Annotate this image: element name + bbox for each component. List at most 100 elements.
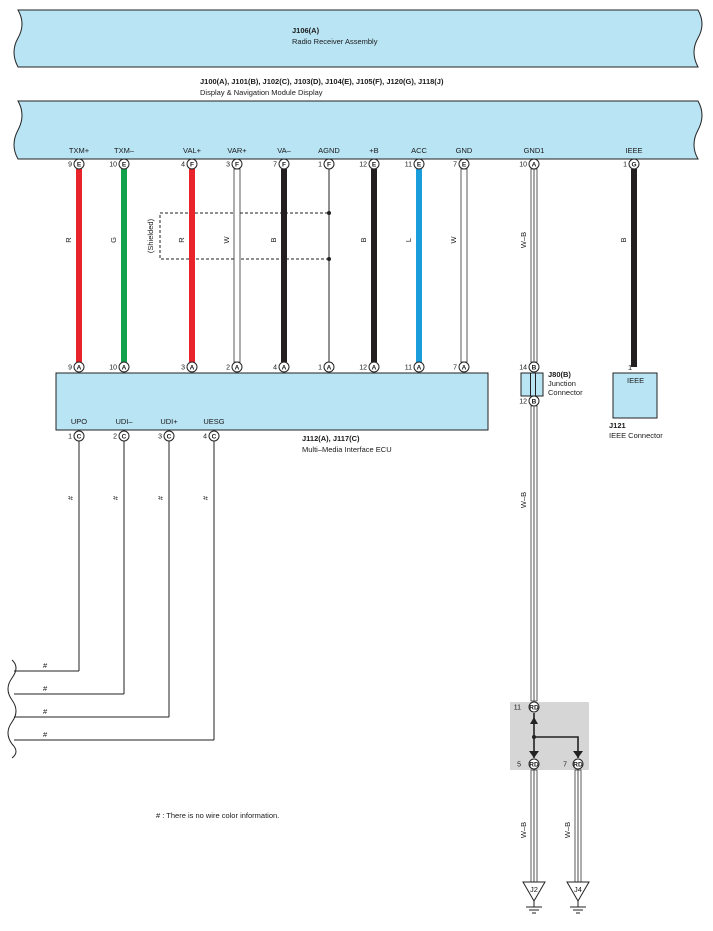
wire-8-bot-circle <box>458 361 470 373</box>
wire-10-color-code: B <box>619 237 628 242</box>
wire-6-top-circle <box>368 158 380 170</box>
wire-3-top-circle <box>231 158 243 170</box>
splice-in-conn: RD <box>529 704 539 711</box>
wire-8-top-conn: E <box>462 161 467 168</box>
wire-3-top-conn: F <box>235 161 239 168</box>
ecu-lower-1-circle <box>118 430 130 442</box>
wire-1-color-code: G <box>109 237 118 243</box>
ecu-lower-3-color-code: # <box>201 495 210 500</box>
junction-out-pin: 12 <box>519 399 527 406</box>
ecu-lower-1-terminal: UDI– <box>115 417 133 426</box>
ecu-lower-0-circle <box>73 430 85 442</box>
wire-9-top-circle <box>528 158 540 170</box>
ecu-name: Multi–Media Interface ECU <box>302 445 392 454</box>
wire-0-bot-pin: 9 <box>68 365 72 372</box>
splice-arrow-2 <box>573 751 583 758</box>
wire-0-top-terminal: TXM+ <box>69 146 90 155</box>
junction-out-conn: B <box>532 398 537 405</box>
lead-mark-0: # <box>43 661 48 670</box>
wire-0-top-circle <box>73 158 85 170</box>
footnote: # : There is no wire color information. <box>156 811 279 820</box>
wire-5-top-pin: 1 <box>318 162 322 169</box>
ecu-code: J112(A), J117(C) <box>302 434 360 443</box>
wire-6-top-pin: 12 <box>359 162 367 169</box>
ieee-code: J121 <box>609 421 626 430</box>
wire-4-top-circle <box>278 158 290 170</box>
wire-10-top-circle <box>628 158 640 170</box>
ground-j2-label: J2 <box>530 885 538 894</box>
ieee-terminal-label: IEEE <box>627 376 644 385</box>
wire-0-top-pin: 9 <box>68 162 72 169</box>
wire-3-bot-circle <box>231 361 243 373</box>
wire-9-top-terminal: GND1 <box>524 146 545 155</box>
wire-6-color-code: B <box>359 237 368 242</box>
radio-code: J106(A) <box>292 26 320 35</box>
wire-8-top-pin: 7 <box>453 162 457 169</box>
wire-4 <box>281 169 287 362</box>
wire-6-top-terminal: +B <box>369 146 378 155</box>
junction-in-pin: 14 <box>519 365 527 372</box>
wire-2-bot-conn: A <box>190 364 195 371</box>
wire-2-bot-pin: 3 <box>181 365 185 372</box>
wire-3-top-terminal: VAR+ <box>227 146 247 155</box>
wire-4-top-pin: 7 <box>273 162 277 169</box>
splice-arrow-1 <box>529 751 539 758</box>
wire-4-color-code: B <box>269 237 278 242</box>
wire-9-top-pin: 10 <box>519 162 527 169</box>
ground-j2-triangle <box>522 881 546 902</box>
wire-1-bot-circle <box>118 361 130 373</box>
display-navigation-module: J100(A), J101(B), J102(C), J103(D), J104… <box>13 77 703 160</box>
wire-0 <box>76 169 82 362</box>
multimedia-interface-ecu: J112(A), J117(C) Multi–Media Interface E… <box>55 372 489 454</box>
wire-2-color-code: R <box>177 237 186 243</box>
ecu-lower-1-conn: C <box>122 433 127 440</box>
lead-mark-2: # <box>43 707 48 716</box>
wire-3-color-code: W <box>222 236 231 244</box>
radio-name: Radio Receiver Assembly <box>292 37 378 46</box>
wire-9-color-code: W–B <box>519 232 528 248</box>
wire-1-bot-pin: 10 <box>109 365 117 372</box>
wire-9-top-conn: A <box>532 161 537 168</box>
ecu-lower-3-circle <box>208 430 220 442</box>
wire-7-bot-conn: A <box>417 364 422 371</box>
ground-j4-color-code: W–B <box>563 822 572 838</box>
ecu-lower-0-terminal: UPO <box>71 417 87 426</box>
ecu-lower-0-color-code: # <box>66 495 75 500</box>
wire-0-top-conn: E <box>77 161 82 168</box>
wire-7-color-code: L <box>404 238 413 242</box>
wire-7-top-pin: 11 <box>405 162 412 169</box>
wire-5-top-conn: F <box>327 161 331 168</box>
wire-6-bot-pin: 12 <box>359 365 367 372</box>
display-name: Display & Navigation Module Display <box>200 88 323 97</box>
junction-in-conn: B <box>532 364 537 371</box>
wire-1-top-pin: 10 <box>109 162 117 169</box>
ecu-lower-3-conn: C <box>212 433 217 440</box>
wire-10-top-pin: 1 <box>623 162 627 169</box>
display-codes: J100(A), J101(B), J102(C), J103(D), J104… <box>200 77 444 86</box>
wire-7-bot-circle <box>413 361 425 373</box>
wire-8-bot-conn: A <box>462 364 467 371</box>
wire-3-top-pin: 3 <box>226 162 230 169</box>
wire-4-bot-pin: 4 <box>273 365 277 372</box>
lead-mark-1: # <box>43 684 48 693</box>
splice-arrow-up <box>530 717 538 724</box>
wire-7-top-conn: E <box>417 161 422 168</box>
wire-10-top-terminal: IEEE <box>625 146 642 155</box>
wire-4-bot-conn: A <box>282 364 287 371</box>
wire-1-top-conn: E <box>122 161 127 168</box>
ecu-lower-2-conn: C <box>167 433 172 440</box>
wire-5-top-terminal: AGND <box>318 146 340 155</box>
ecu-lower-2-terminal: UDI+ <box>160 417 178 426</box>
wire-1-top-terminal: TXM– <box>114 146 135 155</box>
wire-6 <box>371 169 377 362</box>
wire-0-bot-conn: A <box>77 364 82 371</box>
junction-name-line2: Connector <box>548 388 583 397</box>
wire-4-top-terminal: VA– <box>277 146 291 155</box>
radio-receiver-assembly: J106(A) Radio Receiver Assembly <box>13 9 703 68</box>
wire-7-bot-pin: 11 <box>405 365 412 372</box>
splice-out1-conn: RD <box>529 761 539 768</box>
wire-6-bot-circle <box>368 361 380 373</box>
lead-group: #### <box>7 659 48 759</box>
wire-3-bot-conn: A <box>235 364 240 371</box>
